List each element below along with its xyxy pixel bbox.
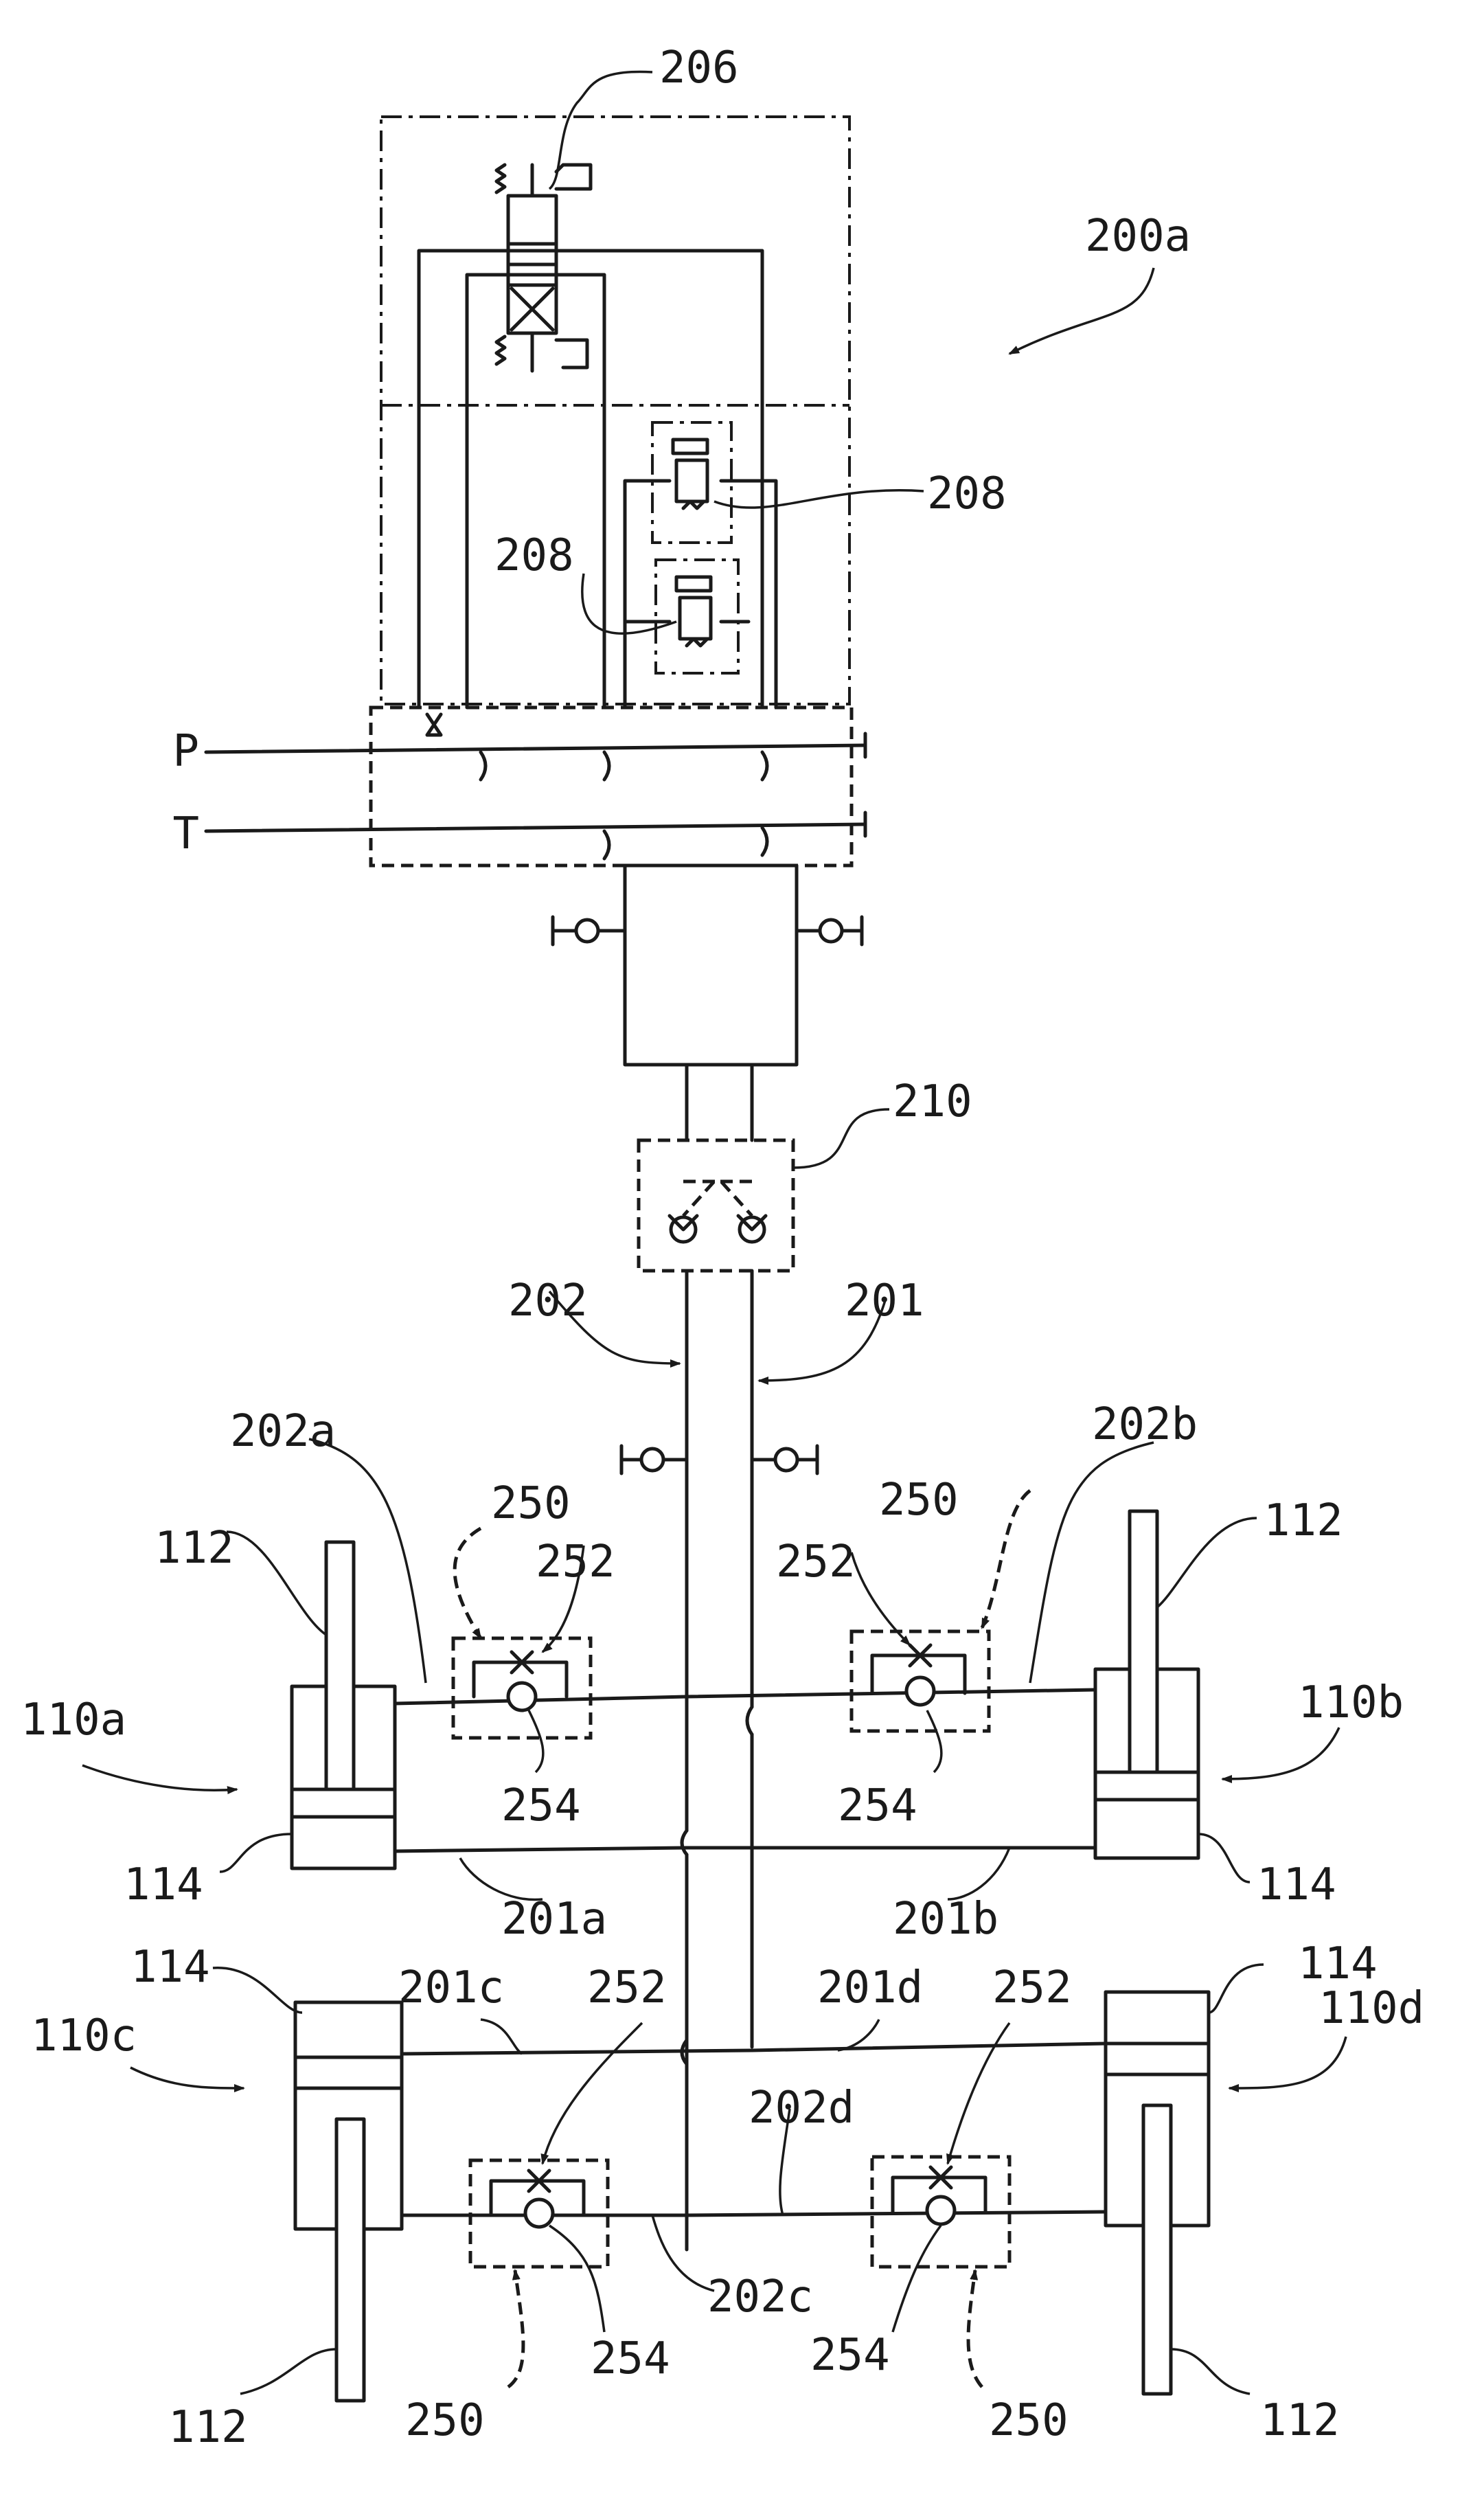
label-201d: 201d (817, 1962, 923, 2013)
label-114-d: 114 (1298, 1938, 1378, 1989)
label-112-a: 112 (155, 1523, 234, 1574)
label-202b: 202b (1092, 1399, 1198, 1450)
pump-block (553, 865, 862, 1065)
label-112-b: 112 (1264, 1495, 1343, 1546)
label-252-a: 252 (536, 1537, 615, 1587)
label-202a: 202a (230, 1406, 336, 1457)
label-202c: 202c (707, 2272, 813, 2322)
label-250-a: 250 (491, 1478, 571, 1529)
label-254-c: 254 (591, 2333, 670, 2384)
main-lines-201-202 (621, 1065, 817, 2250)
cylinder-110d (1106, 1992, 1209, 2394)
reference-labels: 206 200a 208 208 P T 210 202 201 202a 20… (21, 43, 1424, 2453)
label-201c: 201c (398, 1962, 504, 2013)
label-254-b: 254 (838, 1780, 917, 1831)
label-254-d: 254 (810, 2330, 890, 2381)
label-206: 206 (659, 43, 739, 93)
label-250-b: 250 (879, 1475, 959, 1526)
label-201b: 201b (893, 1894, 998, 1945)
label-250-c: 250 (405, 2395, 485, 2446)
label-200a: 200a (1085, 211, 1191, 262)
check-orifice-unit-250-b (852, 1631, 989, 1731)
check-orifice-unit-250-a (453, 1638, 591, 1738)
cylinder-110a (292, 1542, 395, 1868)
directional-valve-206 (496, 165, 591, 371)
pilot-check-valve-210 (639, 1140, 793, 1271)
label-208-lower: 208 (494, 530, 574, 581)
valve-block-outline (381, 117, 849, 704)
label-p: P (172, 726, 199, 777)
label-112-d: 112 (1260, 2395, 1340, 2446)
relief-valve-208-lower (656, 560, 738, 673)
label-110a: 110a (21, 1695, 126, 1745)
cylinder-110c (295, 2002, 402, 2401)
label-202d: 202d (749, 2083, 854, 2134)
label-254-a: 254 (501, 1780, 581, 1831)
valve-internal-lines (419, 251, 776, 708)
label-112-c: 112 (168, 2402, 248, 2453)
cylinder-110b (1095, 1511, 1198, 1858)
label-114-b: 114 (1257, 1859, 1336, 1910)
label-250-d: 250 (989, 2395, 1069, 2446)
label-202: 202 (508, 1276, 588, 1326)
label-114-c: 114 (130, 1942, 210, 1993)
label-252-d: 252 (992, 1962, 1072, 2013)
label-210: 210 (893, 1076, 972, 1127)
label-110b: 110b (1298, 1677, 1404, 1728)
label-110c: 110c (31, 2011, 137, 2061)
manifold-block (206, 708, 865, 865)
label-201a: 201a (501, 1894, 607, 1945)
label-208-upper: 208 (927, 468, 1007, 519)
label-201: 201 (845, 1276, 924, 1326)
label-110d: 110d (1319, 1983, 1424, 2034)
label-252-c: 252 (587, 1962, 667, 2013)
label-t: T (172, 808, 199, 859)
label-114-a: 114 (124, 1859, 203, 1910)
label-252-b: 252 (776, 1537, 856, 1587)
